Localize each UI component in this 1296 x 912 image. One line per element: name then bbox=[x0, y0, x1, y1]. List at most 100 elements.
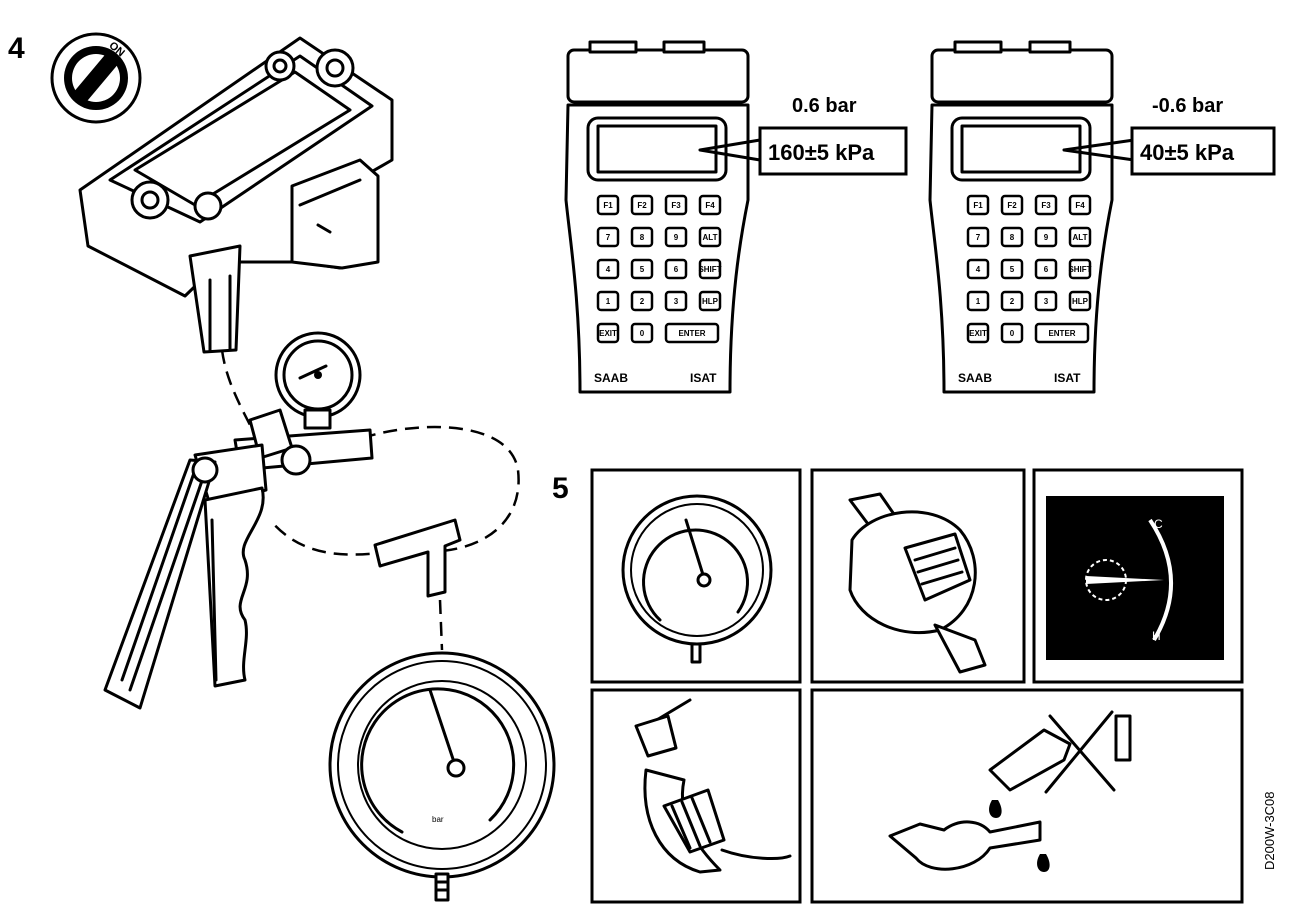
scanner-left-key bbox=[630, 290, 654, 312]
scanner-right-key bbox=[1000, 322, 1024, 344]
scanner-right-model: ISAT bbox=[1054, 371, 1081, 385]
scanner-left-key bbox=[698, 194, 722, 216]
scanner-right-key bbox=[1068, 258, 1092, 280]
scanner-left-key bbox=[630, 226, 654, 248]
scanner-right-key-label: HLP bbox=[1072, 297, 1089, 306]
scanner-right-key-label: SHIFT bbox=[1068, 265, 1091, 274]
step-5-number: 5 bbox=[552, 472, 569, 505]
scanner-right-key-label: ALT bbox=[1073, 233, 1088, 242]
scanner-right-key-label: 6 bbox=[1044, 265, 1049, 274]
panel-oil-no-fuel bbox=[810, 688, 1244, 904]
scanner-right-key-label: F1 bbox=[973, 201, 983, 210]
scanner-left-key bbox=[596, 322, 620, 344]
scanner-right-reading-bar: -0.6 bar bbox=[1152, 95, 1223, 117]
t-piece-connector bbox=[373, 518, 462, 598]
scanner-left-key bbox=[596, 226, 620, 248]
scanner-right-key bbox=[1068, 290, 1092, 312]
gauge-unit-label: bar bbox=[432, 815, 444, 824]
scanner-right-key bbox=[966, 258, 990, 280]
temp-mark-cold: C bbox=[1154, 517, 1163, 531]
scanner-right-key bbox=[966, 226, 990, 248]
scanner-right-key-label: 1 bbox=[976, 297, 981, 306]
scanner-left-reading-box bbox=[758, 126, 908, 176]
scanner-left-key bbox=[596, 258, 620, 280]
scanner-left-key bbox=[664, 290, 688, 312]
scanner-right-brand: SAAB bbox=[958, 371, 992, 385]
scanner-right-key-label: 9 bbox=[1044, 233, 1049, 242]
scanner-left-key-label: F4 bbox=[705, 201, 715, 210]
scanner-right-key bbox=[966, 322, 990, 344]
scanner-right-key-label: ENTER bbox=[1048, 329, 1075, 338]
scanner-right-key bbox=[1068, 194, 1092, 216]
scanner-left-reading-kpa: 160±5 kPa bbox=[768, 140, 875, 165]
scanner-left-key bbox=[664, 258, 688, 280]
scanner-right-key-label: F4 bbox=[1075, 201, 1085, 210]
scanner-left-key bbox=[664, 226, 688, 248]
scanner-right-key bbox=[1034, 258, 1058, 280]
scanner-right-key bbox=[1000, 194, 1024, 216]
hose-sensor-to-pump bbox=[220, 349, 252, 426]
scanner-left-key bbox=[630, 194, 654, 216]
step-4-number: 4 bbox=[8, 32, 25, 65]
pressure-gauge-large: bar bbox=[328, 651, 556, 902]
hose-tee-to-gauge bbox=[438, 599, 444, 651]
scanner-right-key-label: F2 bbox=[1007, 201, 1017, 210]
scanner-right-key bbox=[1034, 322, 1090, 344]
scanner-left-key bbox=[596, 194, 620, 216]
scanner-left-key-label: EXIT bbox=[599, 329, 617, 338]
ignition-on-icon: ON bbox=[50, 32, 142, 124]
scanner-left-key bbox=[698, 258, 722, 280]
scanner-right-key bbox=[1034, 226, 1058, 248]
scanner-right-key bbox=[966, 194, 990, 216]
scanner-left-key-label: 2 bbox=[640, 297, 645, 306]
panel-sensor-connector bbox=[810, 468, 1026, 684]
scanner-right-key bbox=[1000, 226, 1024, 248]
scanner-right-key-label: F3 bbox=[1041, 201, 1051, 210]
scanner-right-key-label: 0 bbox=[1010, 329, 1015, 338]
scanner-left-key-label: 4 bbox=[606, 265, 611, 274]
scanner-left-key-label: HLP bbox=[702, 297, 719, 306]
scanner-left-key-label: 0 bbox=[640, 329, 645, 338]
scanner-right-key-label: 8 bbox=[1010, 233, 1015, 242]
scanner-right-key-label: 4 bbox=[976, 265, 981, 274]
scanner-left-model: ISAT bbox=[690, 371, 717, 385]
scanner-left-key-label: F3 bbox=[671, 201, 681, 210]
scanner-left-key bbox=[664, 322, 720, 344]
scanner-right-reading-box bbox=[1130, 126, 1276, 176]
scanner-left-key-label: ALT bbox=[703, 233, 718, 242]
scanner-right-key bbox=[1000, 290, 1024, 312]
scanner-left-key bbox=[698, 226, 722, 248]
scanner-right-key-label: 3 bbox=[1044, 297, 1049, 306]
scanner-left-key-label: SHIFT bbox=[698, 265, 721, 274]
scanner-left-key-label: ENTER bbox=[678, 329, 705, 338]
scanner-right-key bbox=[1034, 290, 1058, 312]
document-code: D200W-3C08 bbox=[1262, 791, 1277, 870]
scanner-left-key bbox=[698, 290, 722, 312]
scanner-left-key-label: 9 bbox=[674, 233, 679, 242]
scanner-right-key bbox=[1034, 194, 1058, 216]
vacuum-pump bbox=[103, 331, 374, 710]
hose-pump-to-tee bbox=[269, 425, 520, 556]
scanner-left-key-label: 1 bbox=[606, 297, 611, 306]
scanner-right-key bbox=[966, 290, 990, 312]
temp-mark-hot: H bbox=[1152, 629, 1161, 643]
scanner-left-key-label: 7 bbox=[606, 233, 611, 242]
scanner-right-key bbox=[1068, 226, 1092, 248]
scanner-left-key-label: F2 bbox=[637, 201, 647, 210]
scanner-right-key bbox=[1000, 258, 1024, 280]
scanner-left-key bbox=[630, 322, 654, 344]
map-sensor-module bbox=[78, 36, 394, 354]
scanner-left-key-label: 5 bbox=[640, 265, 645, 274]
panel-gauge bbox=[590, 468, 802, 684]
scanner-left-key bbox=[596, 290, 620, 312]
scanner-left-key bbox=[630, 258, 654, 280]
scanner-left-key-label: F1 bbox=[603, 201, 613, 210]
scanner-right-key-label: 5 bbox=[1010, 265, 1015, 274]
scanner-left-key-label: 6 bbox=[674, 265, 679, 274]
panel-hose-clamp bbox=[590, 688, 802, 904]
scanner-left-reading-bar: 0.6 bar bbox=[792, 95, 857, 117]
scanner-right-key-label: 2 bbox=[1010, 297, 1015, 306]
